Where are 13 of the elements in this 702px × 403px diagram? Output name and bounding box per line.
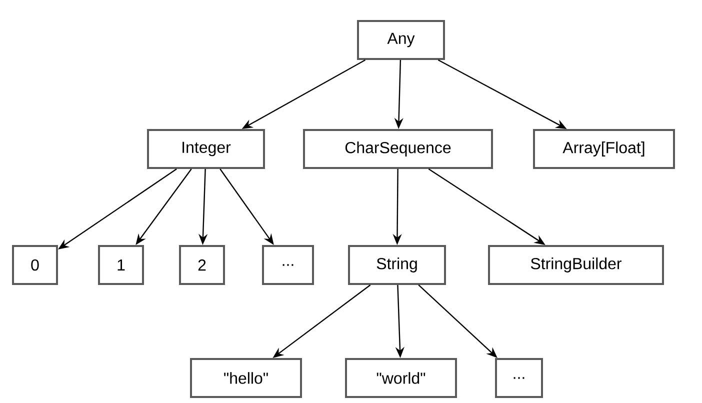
type-box: Any (357, 20, 445, 60)
type-box: Array[Float] (533, 129, 675, 169)
type-box: "hello" (190, 358, 302, 398)
type-box: String (348, 244, 446, 285)
type-box: 0 (12, 244, 58, 285)
type-box: 1 (98, 244, 144, 285)
type-box: ... (262, 244, 314, 285)
type-box: 2 (179, 244, 225, 285)
type-box: StringBuilder (488, 244, 664, 285)
type-box: Integer (147, 129, 265, 169)
type-box: "world" (345, 358, 457, 398)
type-box: ... (495, 358, 543, 398)
type-box: CharSequence (303, 129, 493, 169)
